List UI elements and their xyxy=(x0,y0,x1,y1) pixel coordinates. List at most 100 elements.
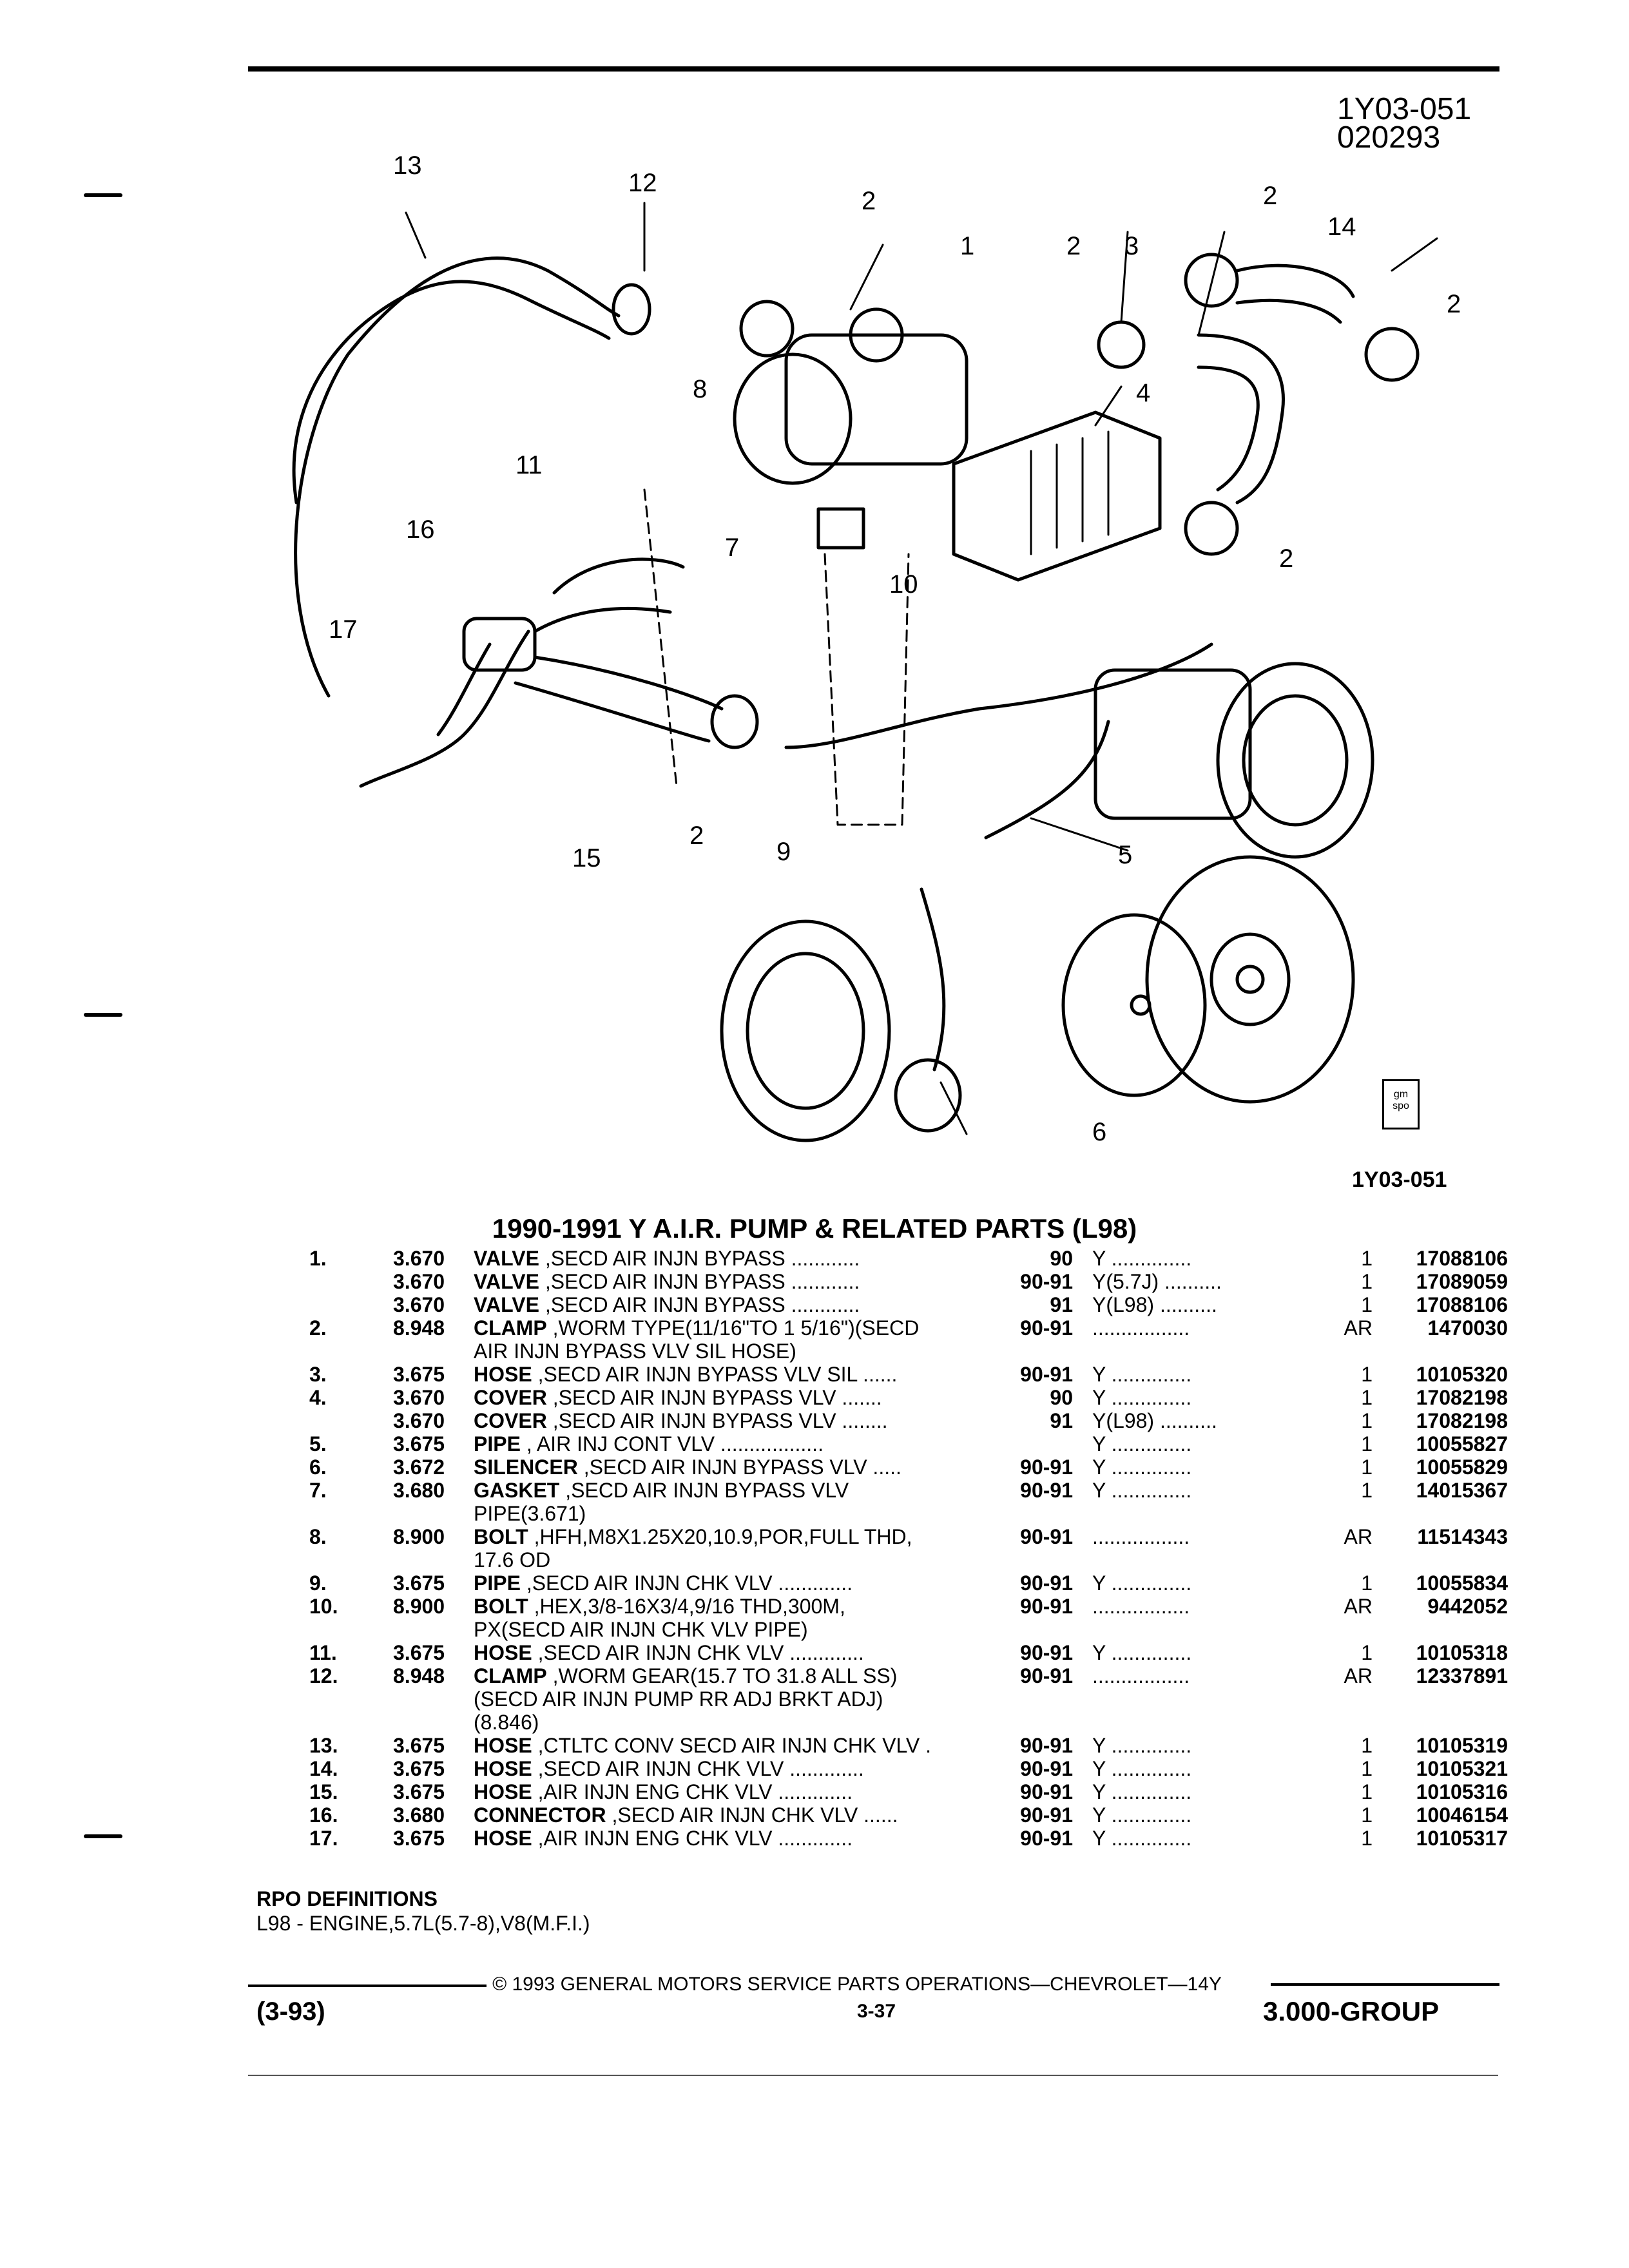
leader-dots: ............ xyxy=(785,1270,860,1293)
quantity: 1 xyxy=(1361,1432,1373,1456)
group-number: 3.675 xyxy=(393,1363,445,1386)
leader-dots: ............. xyxy=(772,1827,853,1850)
model-years: 90-91 xyxy=(1020,1641,1073,1664)
leader-dots: ............. xyxy=(784,1757,864,1780)
hose-11 xyxy=(552,557,685,595)
binder-mark xyxy=(84,193,122,197)
part-desc-text: ,HEX,3/8-16X3/4,9/16 THD,300M, xyxy=(528,1595,845,1618)
group-number: 8.900 xyxy=(393,1595,445,1618)
callout-2-bottom: 2 xyxy=(689,822,704,850)
part-name: VALVE xyxy=(474,1247,539,1270)
item-number: 5. xyxy=(309,1432,327,1456)
gm-spo-logo: gm spo xyxy=(1382,1079,1420,1129)
callout-2-low: 2 xyxy=(1279,544,1294,573)
quantity: 1 xyxy=(1361,1827,1373,1850)
model-years: 90 xyxy=(1050,1386,1073,1409)
pipe-5 xyxy=(984,720,1110,840)
part-name: HOSE xyxy=(474,1363,532,1386)
part-name: PIPE xyxy=(474,1571,521,1595)
callout-17: 17 xyxy=(329,615,358,644)
callout-10: 10 xyxy=(889,570,918,599)
item-number: 1. xyxy=(309,1247,327,1270)
callout-9: 9 xyxy=(776,838,791,866)
leader-dots: .................. xyxy=(715,1432,824,1456)
model-years: 90-91 xyxy=(1020,1316,1073,1340)
hose-3 xyxy=(1197,333,1285,505)
part-number: 10046154 xyxy=(1416,1803,1508,1827)
model-option: ................. xyxy=(1092,1595,1190,1618)
item-number: 13. xyxy=(309,1734,338,1757)
part-number: 10105317 xyxy=(1416,1827,1508,1850)
part-name: CLAMP xyxy=(474,1664,547,1687)
group-number: 3.670 xyxy=(393,1247,445,1270)
callout-5: 5 xyxy=(1118,841,1133,869)
part-name: VALVE xyxy=(474,1270,539,1293)
quantity: 1 xyxy=(1361,1270,1373,1293)
part-desc-text: ,AIR INJN ENG CHK VLV xyxy=(532,1780,773,1803)
model-option: Y .............. xyxy=(1092,1571,1192,1595)
group-number: 3.670 xyxy=(393,1409,445,1432)
part-description: HOSE ,SECD AIR INJN CHK VLV ............… xyxy=(474,1757,1008,1780)
part-description-continued: AIR INJN BYPASS VLV SIL HOSE) xyxy=(474,1340,796,1363)
group-number: 3.672 xyxy=(393,1456,445,1479)
part-desc-text: , AIR INJ CONT VLV xyxy=(520,1432,715,1456)
part-description: HOSE ,SECD AIR INJN CHK VLV ............… xyxy=(474,1641,1008,1664)
part-number: 14015367 xyxy=(1416,1479,1508,1502)
callout-12: 12 xyxy=(628,169,657,197)
group-number: 8.900 xyxy=(393,1525,445,1548)
footer-bottom-rule xyxy=(248,2075,1498,2076)
part-number: 17088106 xyxy=(1416,1247,1508,1270)
header-rule xyxy=(248,66,1499,72)
hose-15 xyxy=(533,655,724,711)
rpo-definitions: RPO DEFINITIONS L98 - ENGINE,5.7L(5.7-8)… xyxy=(256,1887,590,1936)
part-name: BOLT xyxy=(474,1595,528,1618)
part-desc-text: ,SECD AIR INJN BYPASS VLV xyxy=(577,1456,867,1479)
quantity: 1 xyxy=(1361,1363,1373,1386)
part-description: VALVE ,SECD AIR INJN BYPASS ............ xyxy=(474,1247,1008,1270)
pulley-large xyxy=(1145,855,1355,1104)
hose-13 xyxy=(294,256,621,698)
parts-row: 1. 3.670 VALVE ,SECD AIR INJN BYPASS .....… xyxy=(309,1247,1508,1270)
clamp-2-f xyxy=(710,694,759,749)
clamp-2-b xyxy=(1097,320,1146,369)
part-description: BOLT ,HEX,3/8-16X3/4,9/16 THD,300M, xyxy=(474,1595,1008,1618)
model-years: 90-91 xyxy=(1020,1525,1073,1548)
item-number: 16. xyxy=(309,1803,338,1827)
group-number: 3.675 xyxy=(393,1641,445,1664)
rpo-heading: RPO DEFINITIONS xyxy=(256,1887,438,1910)
model-option: Y .............. xyxy=(1092,1432,1192,1456)
quantity: AR xyxy=(1344,1316,1373,1340)
figure-date: 020293 xyxy=(1337,120,1441,155)
group-number: 8.948 xyxy=(393,1316,445,1340)
footer-date: (3-93) xyxy=(256,1997,325,2026)
clamp-2-c xyxy=(1184,253,1239,308)
part-desc-text: ,SECD AIR INJN BYPASS VLV xyxy=(546,1386,836,1409)
part-number: 10105319 xyxy=(1416,1734,1508,1757)
part-name: VALVE xyxy=(474,1293,539,1316)
part-name: CLAMP xyxy=(474,1316,547,1340)
clamp-2-e xyxy=(1184,501,1239,556)
leader-dots: ...... xyxy=(858,1803,898,1827)
model-years: 90-91 xyxy=(1020,1363,1073,1386)
leader-dots: ...... xyxy=(857,1363,898,1386)
group-number: 3.675 xyxy=(393,1432,445,1456)
footer-page-number: 3-37 xyxy=(856,2001,896,2022)
part-description-continued: 17.6 OD xyxy=(474,1548,551,1571)
quantity: 1 xyxy=(1361,1641,1373,1664)
part-name: BOLT xyxy=(474,1525,528,1548)
callout-13: 13 xyxy=(393,151,422,180)
clamp-2-d xyxy=(1364,327,1420,382)
quantity: 1 xyxy=(1361,1386,1373,1409)
part-description: VALVE ,SECD AIR INJN BYPASS ............ xyxy=(474,1293,1008,1316)
part-number: 10105320 xyxy=(1416,1363,1508,1386)
item-number: 17. xyxy=(309,1827,338,1850)
part-number: 12337891 xyxy=(1416,1664,1508,1687)
part-number: 10055834 xyxy=(1416,1571,1508,1595)
